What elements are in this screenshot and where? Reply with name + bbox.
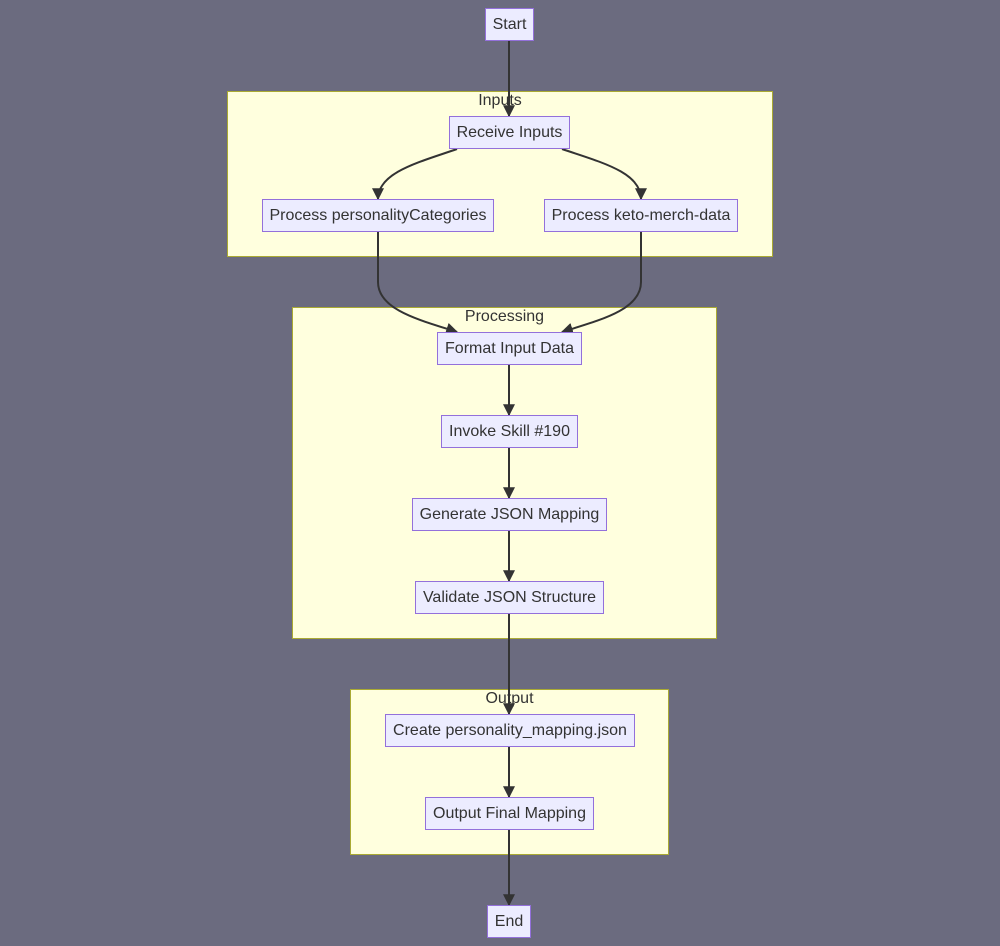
node-generate-json-mapping[interactable]: Generate JSON Mapping [412,498,607,531]
node-process-personality-categories[interactable]: Process personalityCategories [262,199,494,232]
node-validate-json-structure[interactable]: Validate JSON Structure [415,581,604,614]
node-output-final-mapping[interactable]: Output Final Mapping [425,797,594,830]
cluster-label-processing: Processing [464,308,545,325]
node-invoke-skill[interactable]: Invoke Skill #190 [441,415,578,448]
node-receive-inputs[interactable]: Receive Inputs [449,116,570,149]
node-start[interactable]: Start [485,8,534,41]
cluster-label-output: Output [485,690,534,707]
node-process-keto-merch-data[interactable]: Process keto-merch-data [544,199,738,232]
node-format-input-data[interactable]: Format Input Data [437,332,582,365]
cluster-label-inputs: Inputs [478,92,522,109]
node-create-personality-mapping[interactable]: Create personality_mapping.json [385,714,635,747]
node-end[interactable]: End [487,905,531,938]
